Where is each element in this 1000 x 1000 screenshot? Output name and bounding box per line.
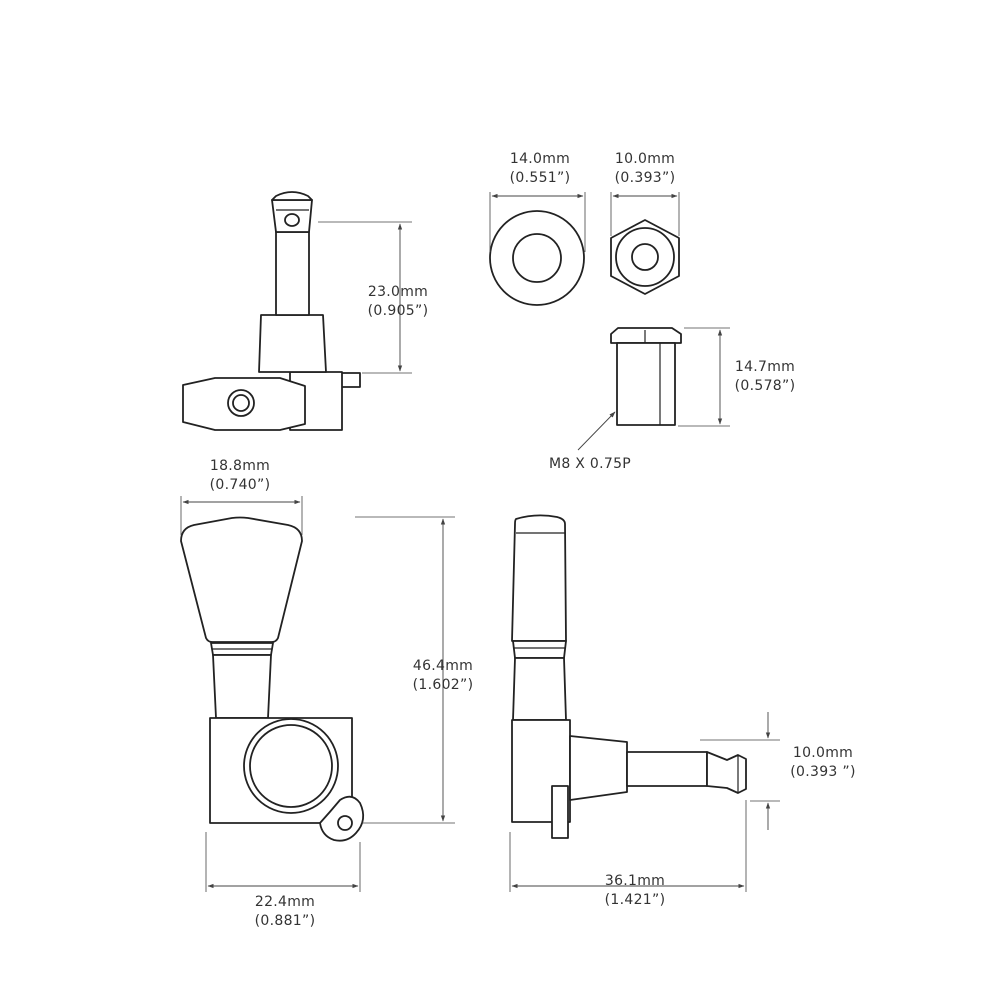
bushing-body — [616, 342, 676, 426]
label-inch: (0.578”) — [734, 378, 796, 394]
button-edge — [511, 514, 567, 642]
mounting-tab-side — [551, 785, 569, 839]
button-screw-inner — [232, 394, 250, 412]
post-collar-side — [569, 735, 628, 801]
label-inch: (0.551”) — [509, 170, 571, 186]
thread-leader — [577, 411, 616, 451]
label-mm: 46.4mm — [412, 658, 474, 674]
gear-cover — [249, 724, 333, 808]
housing-side — [511, 719, 571, 823]
label-overall-length: 36.1mm (1.421”) — [592, 872, 678, 910]
label-inch: (1.602”) — [412, 677, 474, 693]
post-top — [271, 191, 313, 201]
button-shaft — [212, 654, 272, 719]
shaft-ring-side — [512, 640, 567, 659]
bushing-flange — [610, 327, 682, 344]
label-mm: 18.8mm — [209, 458, 271, 474]
label-thread-spec: M8 X 0.75P — [530, 455, 650, 474]
label-thread: M8 X 0.75P — [548, 456, 632, 472]
shaft-side — [512, 657, 567, 721]
label-button-width: 18.8mm (0.740”) — [197, 457, 283, 495]
label-post-diameter: 10.0mm (0.393 ”) — [775, 744, 871, 782]
label-post-height: 23.0mm (0.905”) — [355, 283, 441, 321]
label-mm: 14.7mm — [734, 359, 796, 375]
label-bushing-height: 14.7mm (0.578”) — [722, 358, 808, 396]
ear-screw-hole — [337, 815, 353, 831]
label-inch: (0.740”) — [209, 477, 271, 493]
label-mm: 22.4mm — [254, 894, 316, 910]
label-inch: (0.905”) — [367, 303, 429, 319]
string-post — [275, 231, 310, 316]
post-collar — [258, 314, 327, 373]
label-inch: (1.421”) — [604, 892, 666, 908]
post-tip-side — [706, 751, 747, 794]
label-inch: (0.393”) — [614, 170, 676, 186]
string-post-side — [626, 751, 708, 787]
label-inch: (0.393 ”) — [790, 764, 856, 780]
label-bushing-od: 14.0mm (0.551”) — [497, 150, 583, 188]
hardware-views — [489, 192, 730, 451]
mounting-tab — [339, 372, 361, 388]
label-mm: 10.0mm — [614, 151, 676, 167]
label-base-width: 22.4mm (0.881”) — [242, 893, 328, 931]
hex-nut-hole — [631, 243, 659, 271]
keystone-button — [180, 516, 303, 643]
label-mm: 14.0mm — [509, 151, 571, 167]
label-inch: (0.881”) — [254, 913, 316, 929]
label-nut-hex: 10.0mm (0.393”) — [602, 150, 688, 188]
tuner-front-view — [180, 496, 455, 892]
washer-hole — [512, 233, 562, 283]
label-mm: 36.1mm — [604, 873, 666, 889]
label-mm: 10.0mm — [792, 745, 854, 761]
label-overall-height: 46.4mm (1.602”) — [400, 657, 486, 695]
tuner-side-view — [509, 514, 780, 892]
label-mm: 23.0mm — [367, 284, 429, 300]
tuner-top-view — [182, 191, 412, 431]
string-hole — [284, 213, 300, 227]
